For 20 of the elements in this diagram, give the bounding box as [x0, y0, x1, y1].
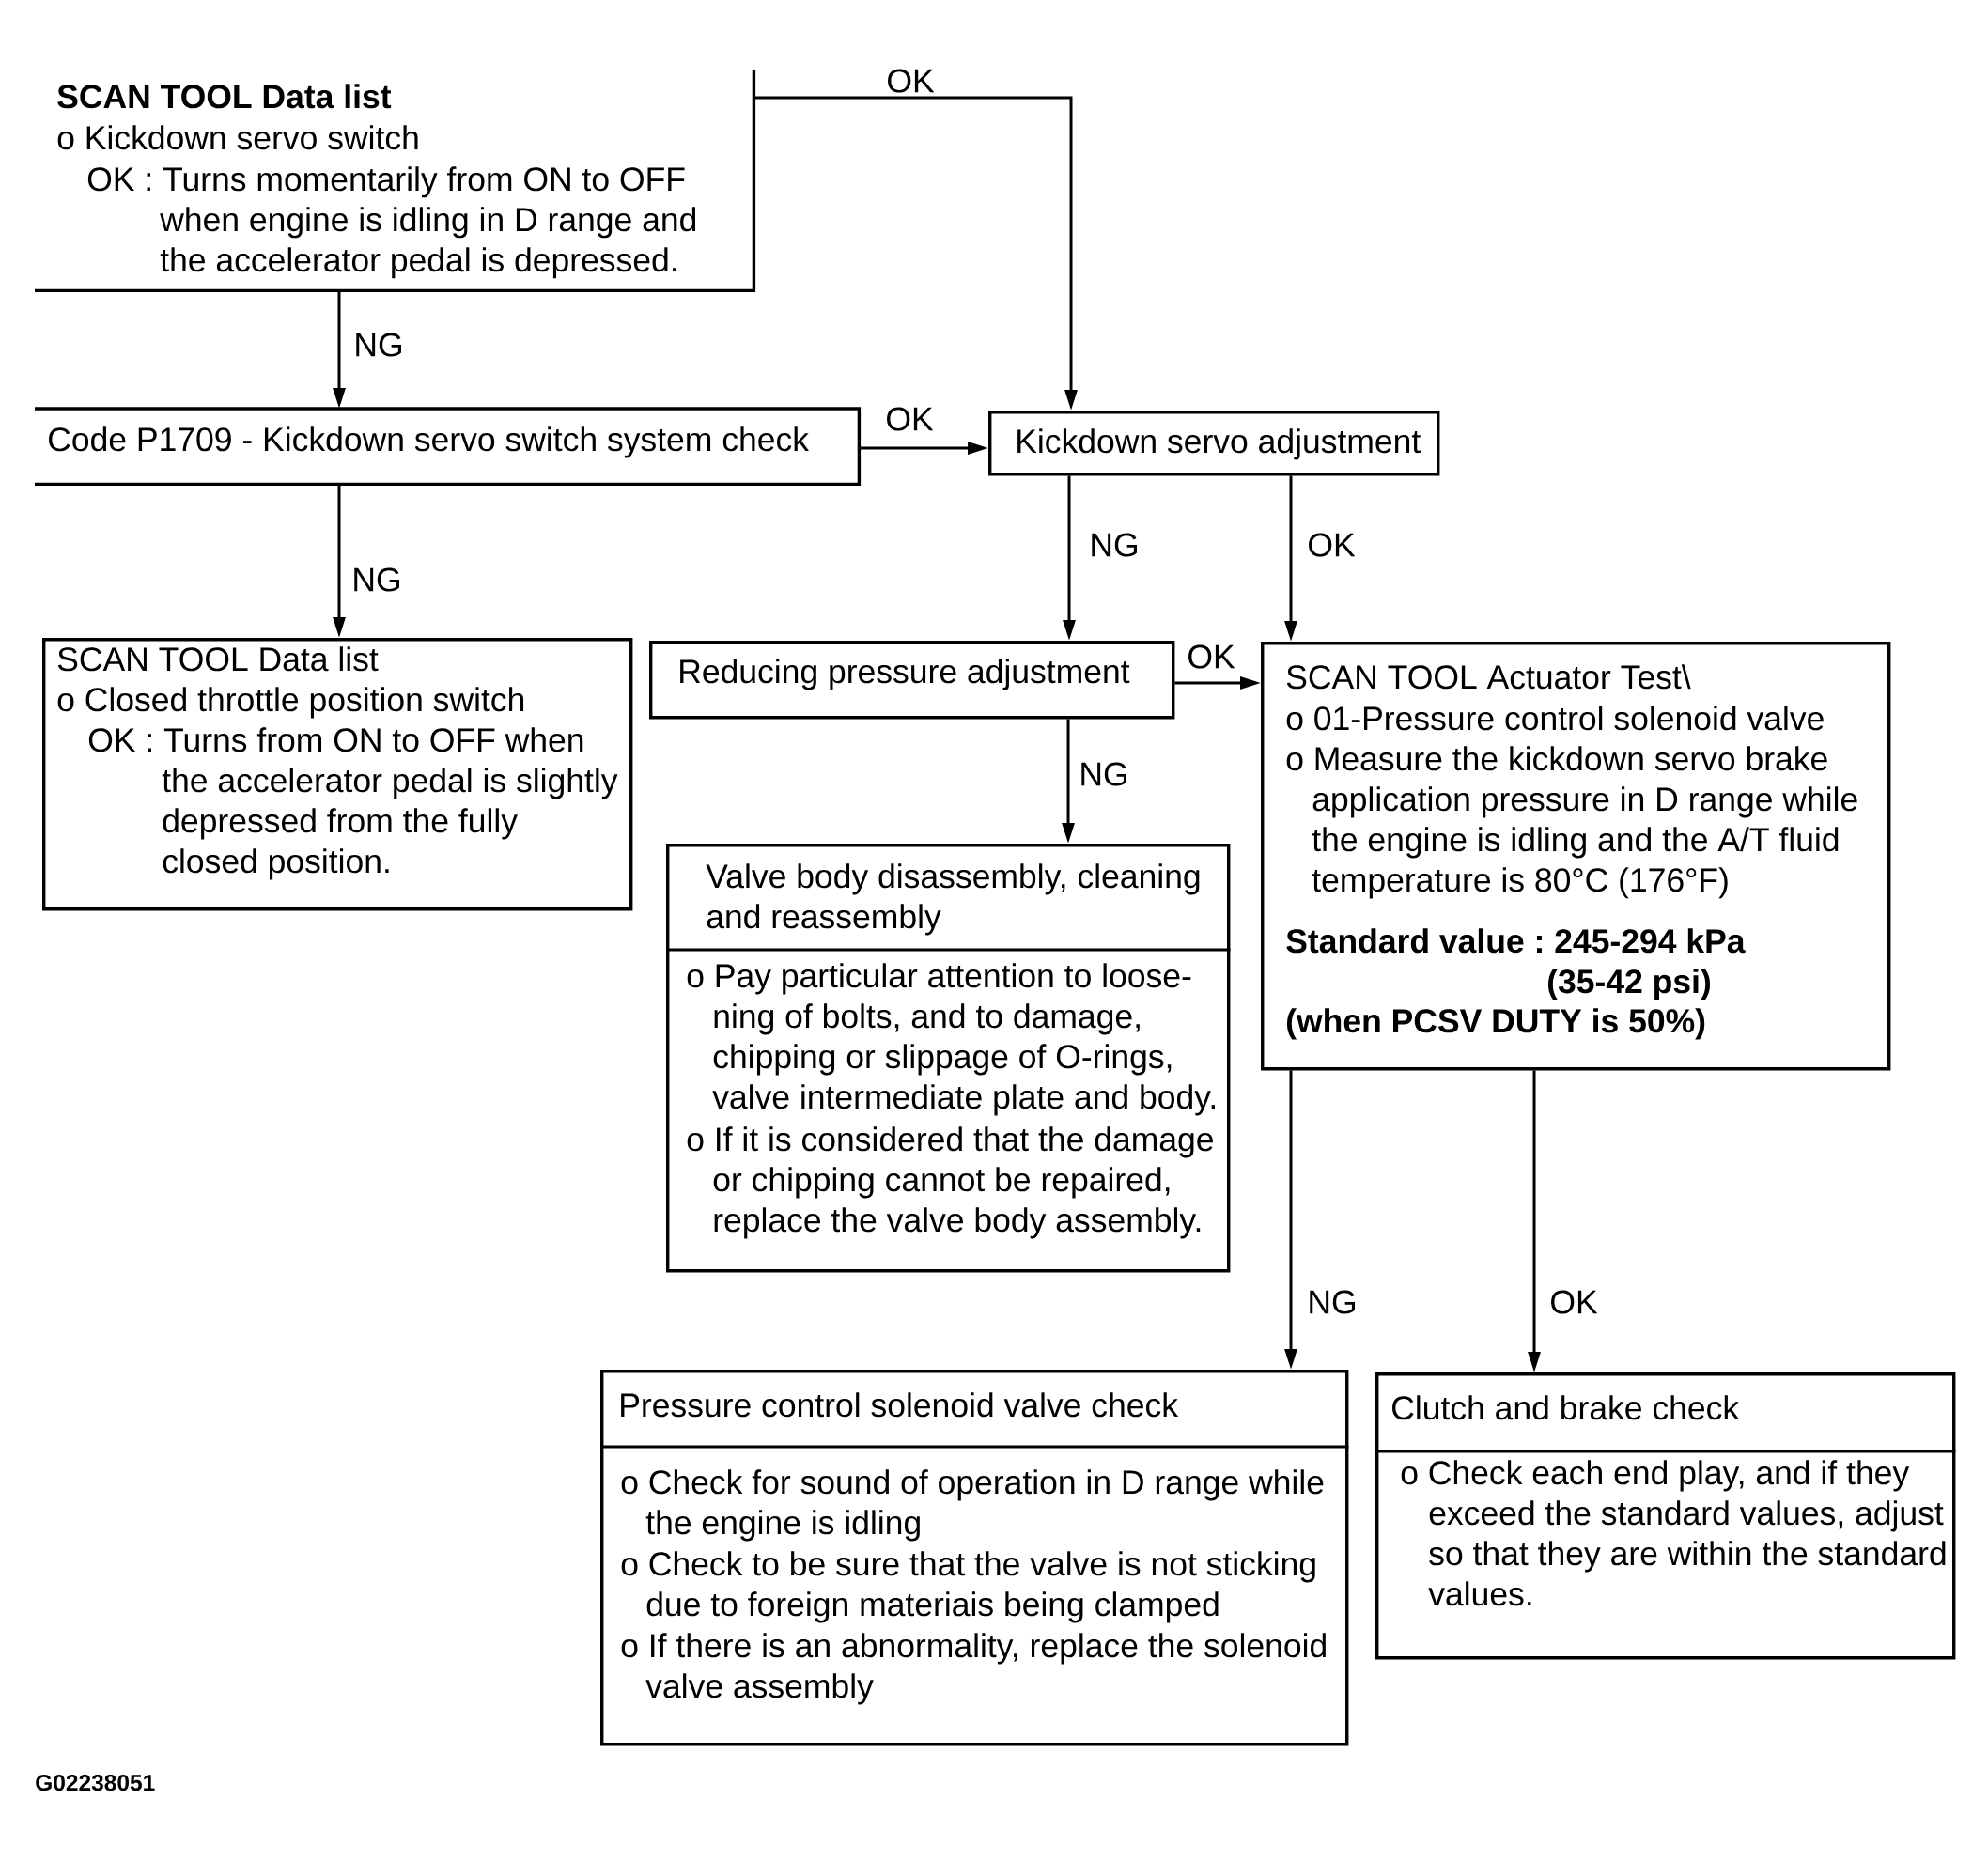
process-box: Valve body disassembly, cleaning and reassembly o Pay particular attention to loose-ning of bolts, and to damage, chipping or slippage of O-rings, valve intermediate plate and body. o If it is considered that the damage or chipping cannot be repaired, replace the valve body assembly. [666, 844, 1231, 1273]
edge-label: OK [1551, 1290, 1598, 1314]
process-box: SCAN TOOL Data list o Kickdown servo switch OK : Turns momentarily from ON to OFF when engine is idling in D range and the accelerator pedal is depressed. [35, 70, 756, 293]
edge-label: NG [1092, 533, 1137, 557]
edge-label: OK [887, 407, 934, 431]
process-box: Clutch and brake check o Check each end play, and if they exceed the standard values, adjust so that they are within the standard values. [1375, 1372, 1956, 1660]
process-box: Code P1709 - Kickdown servo switch system check [35, 407, 862, 487]
edge-label: NG [354, 567, 399, 592]
edge-label: OK [888, 69, 935, 93]
edge-label: NG [356, 333, 401, 357]
figure-id: G02238051 [36, 1774, 155, 1791]
edge-label: NG [1310, 1290, 1355, 1314]
edge-label: OK [1309, 533, 1356, 557]
process-box: Pressure control solenoid valve check o Check for sound of operation in D range while the engine is idling o Check to be sure that the valve is not sticking due to foreign materiais being clamped o If there is an abnormality, replace the solenoid valve assembly [600, 1370, 1349, 1746]
edge-label: NG [1081, 762, 1126, 786]
process-box: Kickdown servo adjustment [988, 411, 1440, 476]
process-box: SCAN TOOL Data list o Closed throttle position switch OK : Turns from ON to OFF when the accelerator pedal is slightly depressed from the fully closed position. [42, 638, 633, 911]
process-box: SCAN TOOL Actuator Test\ o 01-Pressure control solenoid valve o Measure the kickdown servo brake application pressure in D range while the engine is idling and the A/T fluid temperature is 80°C (176°F) Standard value : 245-294 kPa (35-42 psi) (when PCSV DUTY is 50%) [1261, 642, 1891, 1071]
process-box: Reducing pressure adjustment [649, 641, 1175, 720]
edge-label: OK [1188, 644, 1235, 669]
